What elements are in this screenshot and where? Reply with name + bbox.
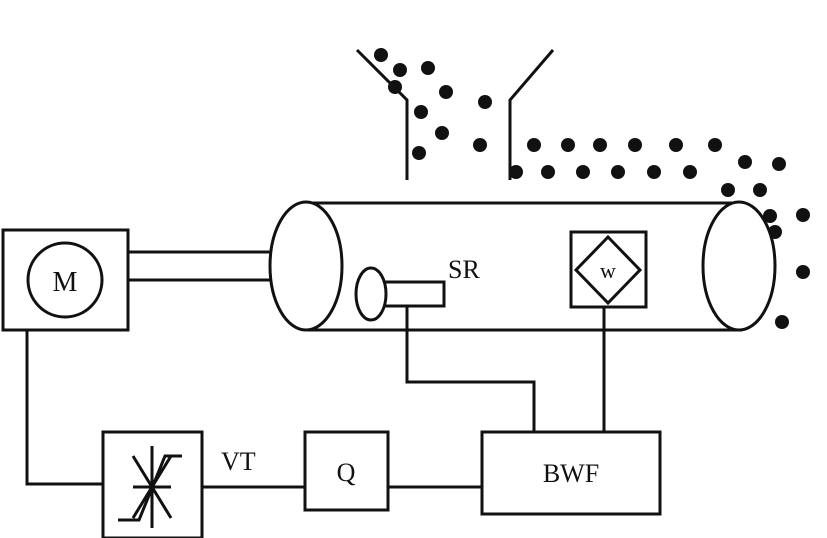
hopper-left-wall <box>355 48 409 180</box>
material-particle <box>412 146 426 160</box>
bwf-block: BWF <box>480 430 662 516</box>
material-particle <box>772 157 786 171</box>
material-particle <box>775 315 789 329</box>
belt-head-pulley <box>268 200 344 332</box>
signal-wiring <box>25 306 606 489</box>
material-particle <box>796 265 810 279</box>
material-particle <box>738 155 752 169</box>
motor-label: M <box>53 267 78 298</box>
material-particle <box>753 183 767 197</box>
material-particle <box>439 85 453 99</box>
material-particle <box>478 95 492 109</box>
wire-vt-to-motor <box>25 330 103 486</box>
weight-sensor: w <box>569 230 648 309</box>
feed-hopper <box>355 48 555 180</box>
bwf-label: BWF <box>543 459 599 488</box>
weight-sensor-label: w <box>600 258 616 283</box>
speed-sensor: SR <box>354 255 480 322</box>
material-particle <box>393 63 407 77</box>
speed-sensor-label: SR <box>448 255 480 284</box>
material-particle <box>593 138 607 152</box>
material-particle <box>414 105 428 119</box>
material-particle <box>473 138 487 152</box>
controller-housing <box>303 430 390 512</box>
motor-symbol <box>26 241 104 319</box>
material-particle <box>683 165 697 179</box>
conveyor-belt <box>268 200 777 332</box>
material-particle <box>561 138 575 152</box>
thyristor-label: VT <box>221 447 256 476</box>
material-particle <box>435 126 449 140</box>
bwf-housing <box>480 430 662 516</box>
hopper-right-wall <box>508 49 555 180</box>
material-particle <box>721 183 735 197</box>
material-particle <box>421 61 435 75</box>
material-particle <box>669 138 683 152</box>
material-particle <box>628 138 642 152</box>
motor-block: M <box>1 228 130 332</box>
material-particle <box>509 165 523 179</box>
weight-sensor-box <box>569 230 648 309</box>
motor-shaft <box>128 250 270 282</box>
material-particle <box>611 165 625 179</box>
controller-block: Q <box>303 430 390 512</box>
material-particle <box>388 80 402 94</box>
material-particles <box>374 48 810 329</box>
material-particle <box>541 165 555 179</box>
material-particle <box>708 138 722 152</box>
thyristor-icon <box>118 446 182 528</box>
material-particle <box>647 165 661 179</box>
wire-speed-to-bwf <box>405 306 536 432</box>
material-particle <box>527 138 541 152</box>
material-particle <box>576 165 590 179</box>
material-particle <box>763 209 777 223</box>
weight-sensor-diamond <box>573 234 643 306</box>
material-particle <box>374 48 388 62</box>
belt-tail-pulley <box>701 200 777 332</box>
speed-sensor-wheel <box>354 266 388 322</box>
thyristor-block: VT <box>101 430 256 538</box>
material-particle <box>796 208 810 222</box>
controller-label: Q <box>337 458 356 487</box>
